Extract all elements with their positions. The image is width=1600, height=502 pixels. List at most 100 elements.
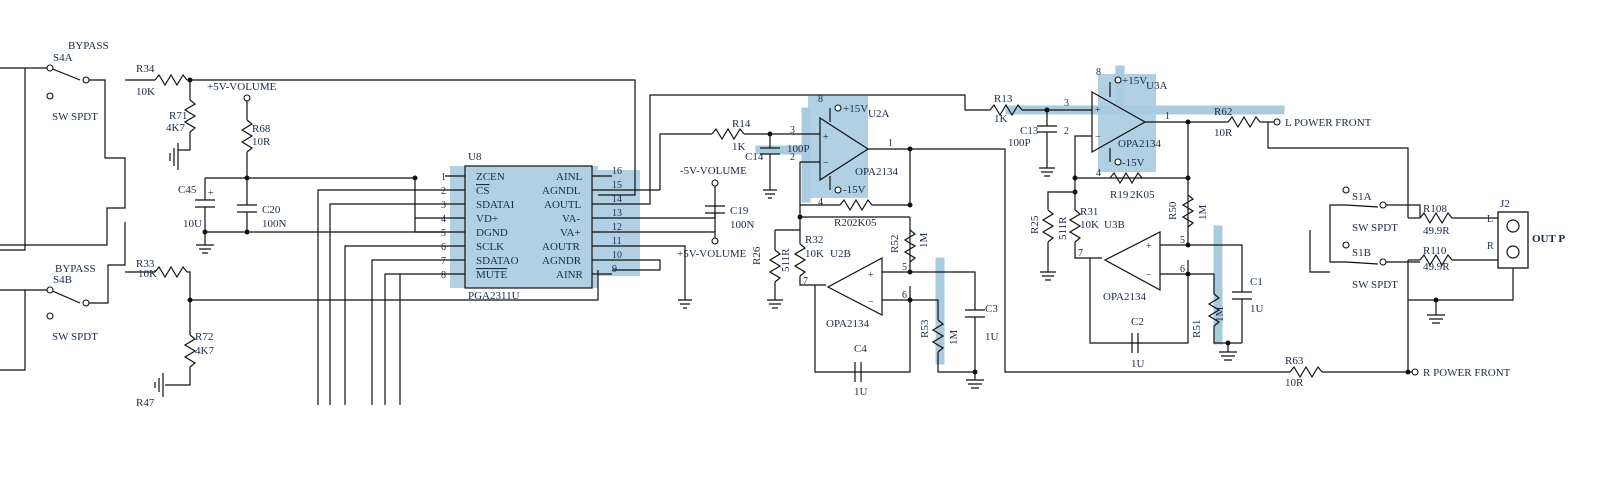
label-u3a-p15: +15V xyxy=(1122,75,1147,87)
label-r63: R63 xyxy=(1285,355,1304,367)
label-r50-val: 1M xyxy=(1197,205,1209,221)
pin-vdp: VD+ xyxy=(476,213,498,225)
pin-number-label: 13 xyxy=(612,208,622,219)
pin-number-label: − xyxy=(823,158,829,169)
label-r20-val: 2K05 xyxy=(852,217,877,229)
pin-mute: MUTE xyxy=(476,269,507,281)
label-u3b: U3B xyxy=(1104,219,1125,231)
label-r51-val: 1M xyxy=(1214,307,1226,323)
label-c14: C14 xyxy=(745,151,764,163)
label-r31: R31 xyxy=(1080,206,1098,218)
pin-aoutr: AOUTR xyxy=(542,241,581,253)
label-r13-val: 1K xyxy=(994,113,1008,125)
pin-aoutl: AOUTL xyxy=(544,199,582,211)
label-r-front: R POWER FRONT xyxy=(1423,367,1511,379)
label-bypass-top: BYPASS xyxy=(68,40,109,52)
label-r110: R110 xyxy=(1423,245,1447,257)
pin-number-label: 14 xyxy=(612,194,622,205)
label-c4: C4 xyxy=(854,343,867,355)
label-c2-val: 1U xyxy=(1131,358,1145,370)
pin-sclk: SCLK xyxy=(476,241,504,253)
label-r71-val: 4K7 xyxy=(166,122,185,134)
label-out: OUT P xyxy=(1532,233,1565,245)
label-c20-val: 100N xyxy=(262,218,287,230)
pin-number-label: 1 xyxy=(888,138,893,149)
label-u2a-part: OPA2134 xyxy=(855,166,898,178)
label-l-front: L POWER FRONT xyxy=(1285,117,1372,129)
pin-number-label: 12 xyxy=(612,222,622,233)
label-c20: C20 xyxy=(262,204,281,216)
label-bypass-bottom: BYPASS xyxy=(55,263,96,275)
pin-number-label: − xyxy=(868,297,874,308)
label-r52: R52 xyxy=(889,235,901,253)
label-u2a-m15: -15V xyxy=(843,184,866,196)
ic-u8-pga2311u: U8 PGA2311U 1 2 3 4 5 6 7 8 ZCEN CS SDAT… xyxy=(317,151,622,405)
label-r62-val: 10R xyxy=(1214,127,1233,139)
label-r72-val: 4K7 xyxy=(195,345,214,357)
pin-number-label: + xyxy=(1095,105,1101,116)
pin-number-label: − xyxy=(1146,270,1152,281)
pin-number-label: + xyxy=(823,132,829,143)
label-r52-val: 1M xyxy=(918,233,930,249)
label-j2-r: R xyxy=(1487,241,1494,252)
label-r110-val: 49.9R xyxy=(1423,261,1450,273)
label-r26-val: 511R xyxy=(780,248,792,272)
label-r20: R20 xyxy=(834,217,853,229)
label-c3-val: 1U xyxy=(985,331,999,343)
pin-vap: VA+ xyxy=(560,227,581,239)
label-r72: R72 xyxy=(195,331,213,343)
pin-number-label: 7 xyxy=(441,256,446,267)
supply-network-u8: -5V-VOLUME C19 100N +5V-VOLUME xyxy=(612,94,990,309)
label-r31-val: 10K xyxy=(1080,219,1099,231)
pin-number-label: 16 xyxy=(612,166,622,177)
label-r33-val: 10K xyxy=(138,268,157,280)
label-sw-spdt-4: SW SPDT xyxy=(1352,279,1398,291)
label-r108: R108 xyxy=(1423,203,1447,215)
label-vol-p5: +5V-VOLUME xyxy=(207,81,277,93)
bypass-switch-s4b: BYPASS S4B SW SPDT xyxy=(0,222,126,371)
label-c3: C3 xyxy=(985,303,998,315)
label-r14: R14 xyxy=(732,118,751,130)
label-c45-val: 10U xyxy=(183,218,202,230)
output-switch-stage: S1A SW SPDT S1B SW SPDT R108 49.9R R110 … xyxy=(1309,186,1565,324)
label-r32: R32 xyxy=(805,234,823,246)
label-r33: R33 xyxy=(136,258,155,270)
label-vol-p5b: +5V-VOLUME xyxy=(677,248,747,260)
label-u3b-part: OPA2134 xyxy=(1103,291,1146,303)
pin-number-label: − xyxy=(1095,132,1101,143)
label-u2b-part: OPA2134 xyxy=(826,318,869,330)
label-r68: R68 xyxy=(252,123,271,135)
label-r34: R34 xyxy=(136,63,155,75)
label-s1b: S1B xyxy=(1352,247,1371,259)
pin-number-label: 4 xyxy=(818,197,823,208)
label-u8-part: PGA2311U xyxy=(468,290,520,302)
pin-number-label: 5 xyxy=(441,228,446,239)
label-u3a-m15: -15V xyxy=(1122,157,1145,169)
label-r50: R50 xyxy=(1167,201,1179,220)
label-r13: R13 xyxy=(994,93,1013,105)
pin-number-label: 1 xyxy=(1165,111,1170,122)
pin-number-label: 8 xyxy=(441,270,446,281)
pin-number-label: 2 xyxy=(441,186,446,197)
label-r62: R62 xyxy=(1214,106,1232,118)
pin-sdatao: SDATAO xyxy=(476,255,519,267)
pin-number-label: + xyxy=(868,270,874,281)
label-c19: C19 xyxy=(730,205,749,217)
pin-number-label: 10 xyxy=(612,250,622,261)
pin-vam: VA- xyxy=(562,213,580,225)
label-r47: R47 xyxy=(136,397,155,409)
pin-number-label: 1 xyxy=(441,172,446,183)
pin-number-label: 5 xyxy=(1180,235,1185,246)
pin-sdatai: SDATAI xyxy=(476,199,515,211)
pin-number-label: 7 xyxy=(1078,248,1083,259)
label-sw-spdt-3: SW SPDT xyxy=(1352,222,1398,234)
label-c4-val: 1U xyxy=(854,386,868,398)
label-r19-val: 2K05 xyxy=(1130,189,1155,201)
bypass-switch-s4a: BYPASS S4A SW SPDT xyxy=(0,40,126,251)
label-sw-spdt-2: SW SPDT xyxy=(52,331,98,343)
pin-number-label: 4 xyxy=(441,214,446,225)
label-c14-val: 100P xyxy=(787,143,810,155)
pin-number-label: 15 xyxy=(612,180,622,191)
label-c1-val: 1U xyxy=(1250,303,1264,315)
